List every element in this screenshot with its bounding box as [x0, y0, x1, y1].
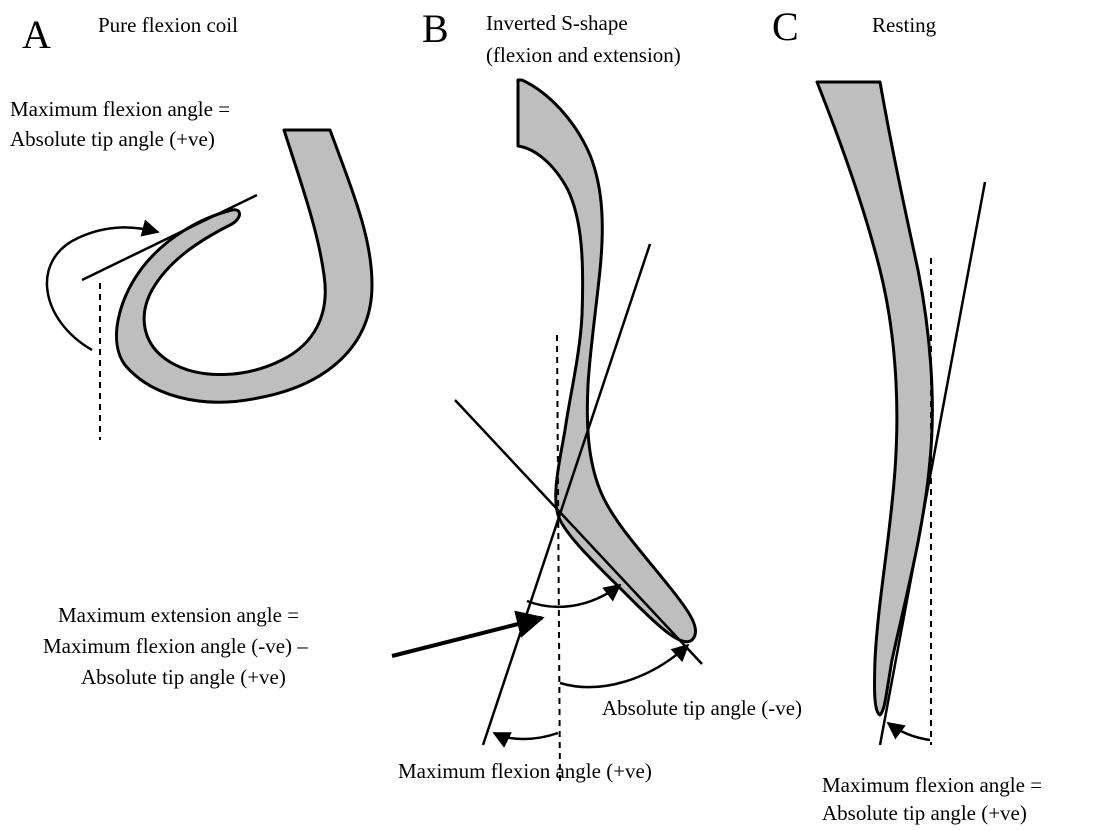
- panel-c-title: Resting: [872, 13, 937, 37]
- panel-b-title-line1: Inverted S-shape: [486, 11, 628, 35]
- panel-a-annotation-line2: Absolute tip angle (+ve): [10, 127, 215, 151]
- panel-a-letter: A: [22, 12, 51, 57]
- panel-b: B Inverted S-shape (flexion and extensio…: [43, 6, 802, 783]
- panel-b-tip-label: Absolute tip angle (-ve): [602, 696, 802, 720]
- panel-a-annotation-line1: Maximum flexion angle =: [10, 97, 230, 121]
- panel-b-tip-arc: [560, 645, 688, 687]
- panel-c: C Resting Maximum flexion angle = Absolu…: [772, 4, 1042, 825]
- panel-c-annotation-line1: Maximum flexion angle =: [822, 773, 1042, 797]
- panel-b-letter: B: [422, 6, 449, 51]
- panel-b-vertical-reference: [557, 335, 560, 783]
- panel-b-extension-label-line2: Maximum flexion angle (-ve) –: [43, 634, 308, 658]
- panel-a-title: Pure flexion coil: [98, 13, 238, 37]
- panel-b-extension-label-line3: Absolute tip angle (+ve): [81, 665, 286, 689]
- panel-c-angle-arc: [888, 723, 930, 740]
- panel-c-resting-tail: [817, 82, 932, 715]
- panel-b-title-line2: (flexion and extension): [486, 43, 681, 67]
- panel-c-annotation-line2: Absolute tip angle (+ve): [822, 801, 1027, 825]
- panel-b-extension-arc: [527, 585, 620, 607]
- panel-a: A Pure flexion coil Maximum flexion angl…: [10, 12, 372, 440]
- panel-b-flexion-label: Maximum flexion angle (+ve): [398, 759, 652, 783]
- panel-b-flexion-arc: [494, 733, 558, 739]
- panel-b-flexion-line: [483, 244, 650, 745]
- panel-c-letter: C: [772, 4, 799, 49]
- panel-a-coiled-tail: [117, 130, 372, 402]
- panel-b-extension-label-line1: Maximum extension angle =: [58, 603, 299, 627]
